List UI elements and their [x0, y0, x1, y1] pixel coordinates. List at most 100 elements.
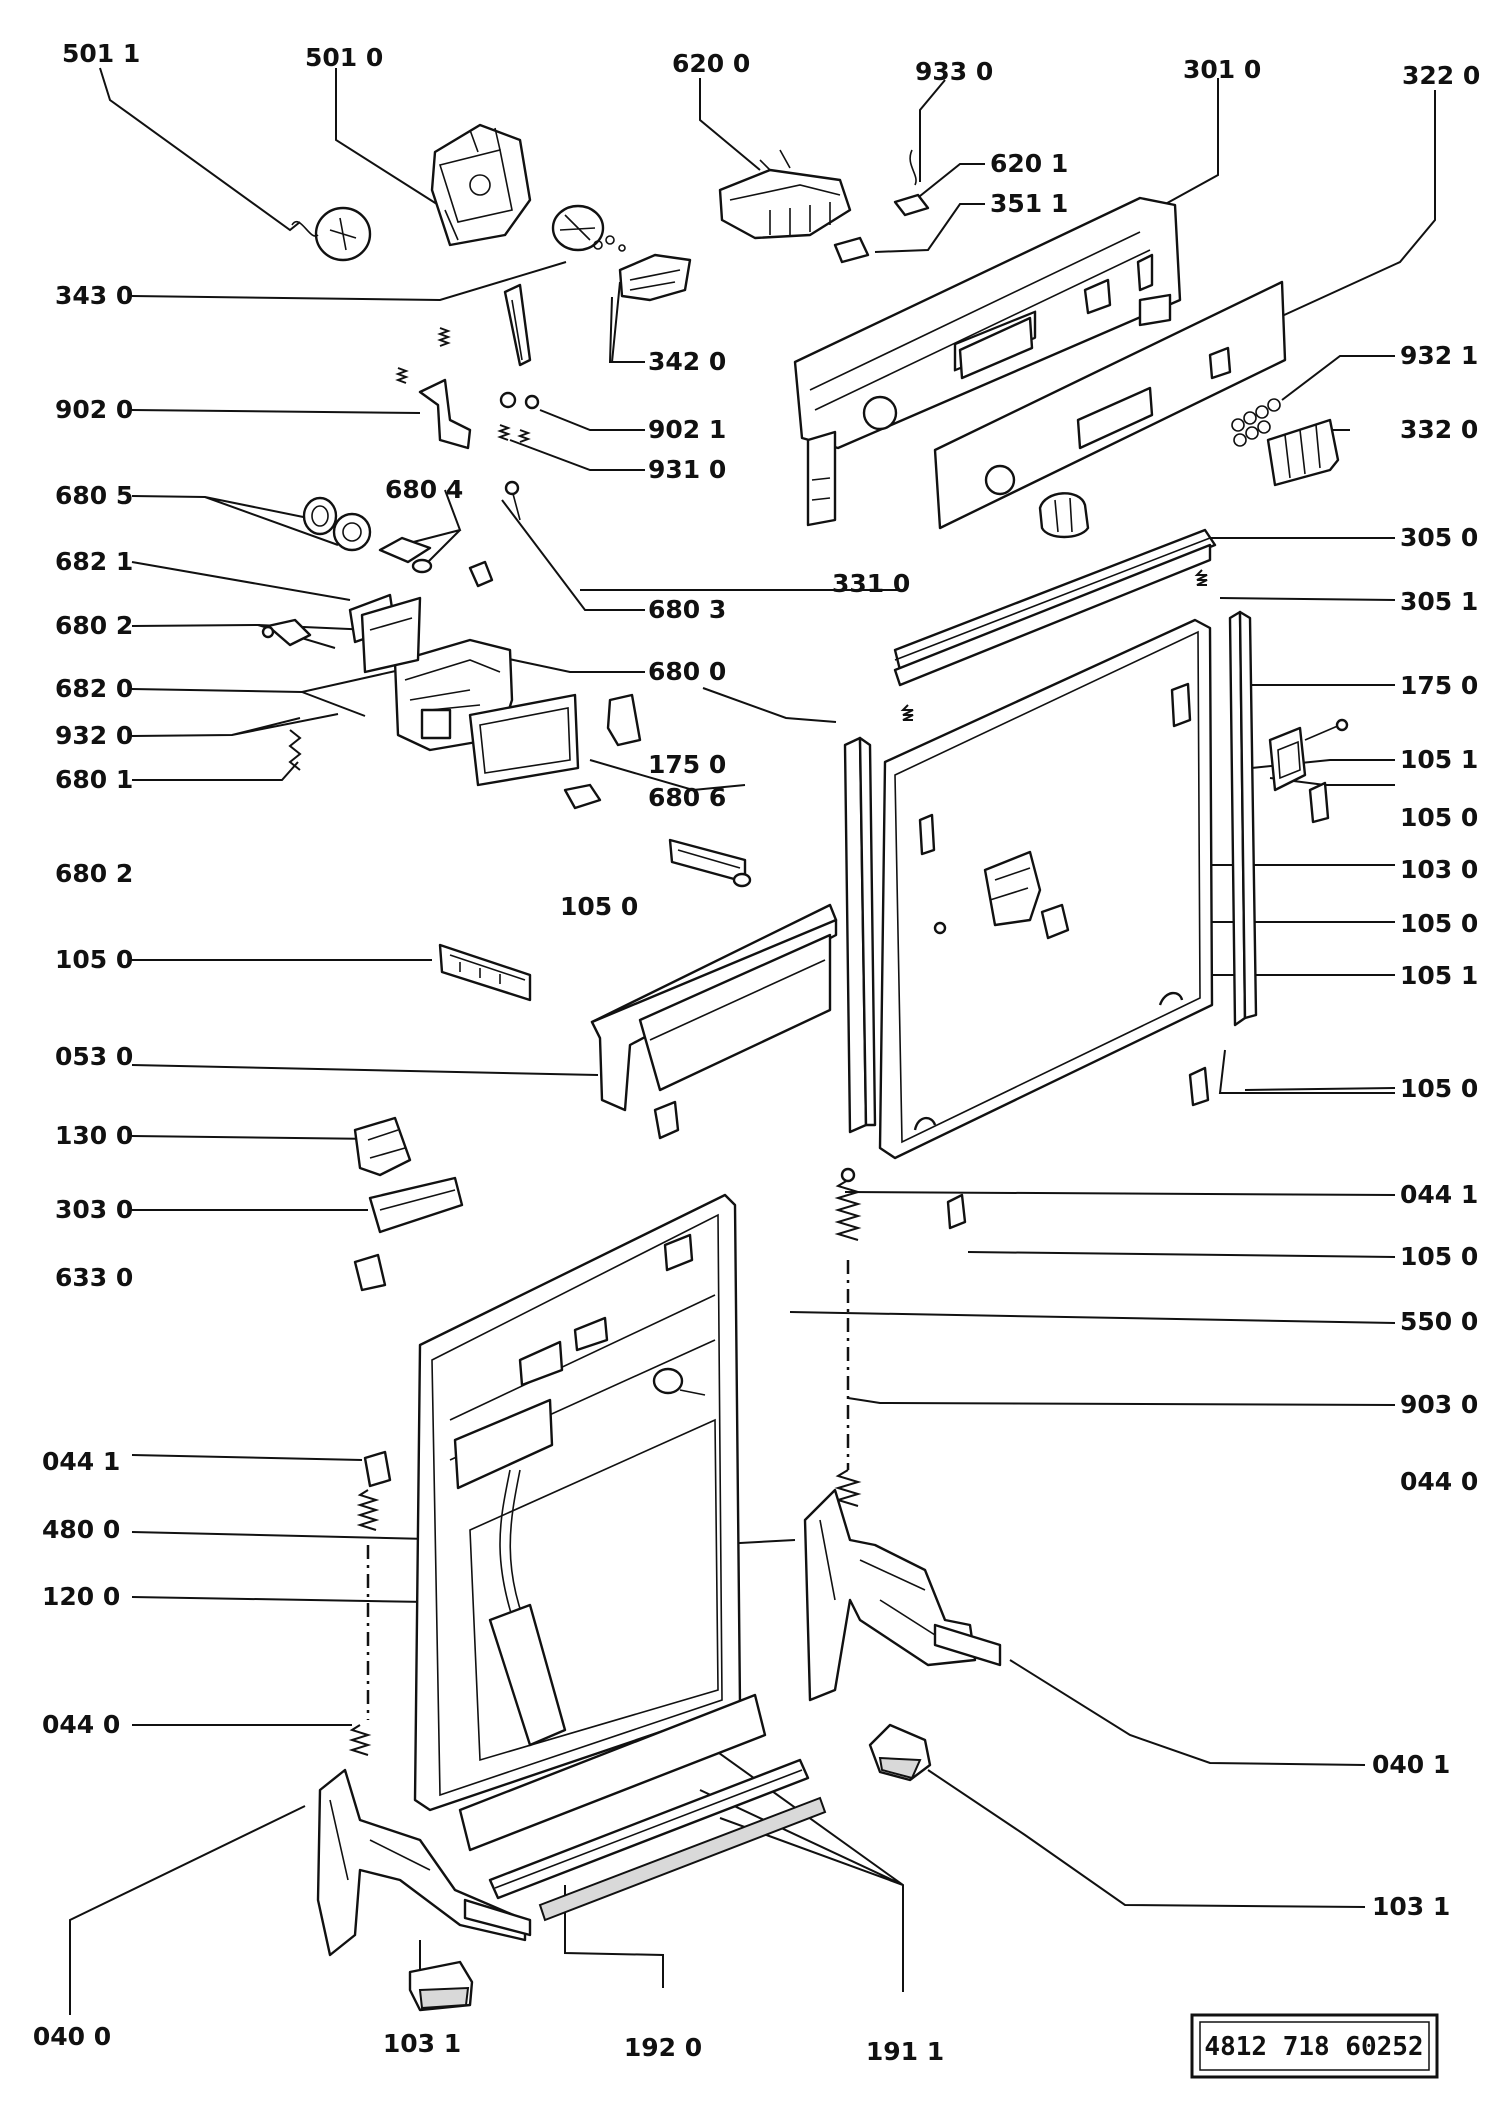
lever-343: [503, 283, 532, 367]
callout-label: 680 6: [648, 783, 726, 812]
callout-label: 044 0: [1400, 1467, 1478, 1496]
callout-label: 105 0: [1400, 803, 1478, 832]
spring-932-0: [288, 729, 302, 771]
callout-label: 933 0: [915, 57, 993, 86]
callout-label: 120 0: [42, 1582, 120, 1611]
callout-label: 682 1: [55, 547, 133, 576]
callout-label: 501 1: [62, 39, 140, 68]
knob-331: [1038, 492, 1090, 539]
plinth-191: [458, 1693, 810, 1900]
callout-label: 351 1: [990, 189, 1068, 218]
callout-label: 343 0: [55, 281, 133, 310]
cover-303: [368, 1176, 464, 1234]
frame-680-1: [468, 693, 580, 787]
duct-053: [590, 903, 838, 1140]
callout-label: 175 0: [1400, 671, 1478, 700]
side-strip-175-right: [1228, 610, 1258, 1027]
callout-label: 305 0: [1400, 523, 1478, 552]
callout-label: 932 1: [1400, 341, 1478, 370]
switch-620: [718, 149, 852, 240]
callout-label: 932 0: [55, 721, 133, 750]
hinge-040-right: [803, 1488, 1002, 1702]
rings-680-5: [302, 496, 372, 552]
callout-label: 620 0: [672, 49, 750, 78]
timer-knob-disc: [291, 206, 372, 262]
callout-labels: 501 1 501 0 620 0 933 0 301 0 322 0 620 …: [33, 39, 1480, 2066]
document-code-box: 4812 718 60252: [1190, 2013, 1439, 2079]
timer-unit: [430, 123, 532, 247]
callout-label: 103 0: [1400, 855, 1478, 884]
buttons-332: [1266, 418, 1340, 487]
seal-192: [538, 1796, 827, 1922]
callout-label: 682 0: [55, 674, 133, 703]
screw-680-3: [504, 480, 521, 521]
strip-305: [893, 528, 1217, 687]
parts-933-620-1: [833, 149, 930, 264]
callout-label: 130 0: [55, 1121, 133, 1150]
callout-label: 480 0: [42, 1515, 120, 1544]
callout-label: 105 0: [560, 892, 638, 921]
document-code: 4812 718 60252: [1204, 2032, 1423, 2062]
spring-044-left: [348, 1450, 392, 1756]
callout-label: 301 0: [1183, 55, 1261, 84]
rail-105-0-upper: [668, 838, 752, 888]
callout-label: 191 1: [866, 2037, 944, 2066]
callout-label: 105 0: [1400, 909, 1478, 938]
callout-label: 680 1: [55, 765, 133, 794]
screws-305-1: [900, 569, 1208, 721]
callout-label: 103 1: [383, 2029, 461, 2058]
callout-label: 620 1: [990, 149, 1068, 178]
callout-label: 105 1: [1400, 745, 1478, 774]
callout-label: 902 1: [648, 415, 726, 444]
callout-label: 053 0: [55, 1042, 133, 1071]
callout-label: 105 0: [1400, 1074, 1478, 1103]
clip-105-0-right-b: [1188, 1066, 1210, 1107]
callout-label: 105 0: [1400, 1242, 1478, 1271]
hinge-bracket-105-1-top: [1268, 718, 1349, 792]
foot-103-1-right: [868, 1723, 932, 1782]
callout-label: 175 0: [648, 750, 726, 779]
callout-label: 342 0: [648, 347, 726, 376]
callout-label: 322 0: [1402, 61, 1480, 90]
callout-label: 680 3: [648, 595, 726, 624]
callout-label: 633 0: [55, 1263, 133, 1292]
callout-label: 680 0: [648, 657, 726, 686]
callout-label: 040 1: [1372, 1750, 1450, 1779]
callout-label: 680 4: [385, 475, 463, 504]
callout-label: 044 1: [42, 1447, 120, 1476]
rail-105-0-left: [438, 943, 532, 1002]
panel-front-322: [933, 280, 1287, 530]
callout-label: 501 0: [305, 43, 383, 72]
clip-105-0-right-a: [1308, 781, 1330, 824]
callout-label: 680 2: [55, 859, 133, 888]
springs-932-1: [1231, 398, 1281, 447]
callout-label: 902 0: [55, 395, 133, 424]
callout-label: 305 1: [1400, 587, 1478, 616]
spring-044-right: [834, 1167, 862, 1507]
control-panel-301: [793, 196, 1182, 527]
part-633: [353, 1253, 387, 1292]
module-550: [652, 1367, 706, 1396]
callout-label: 680 5: [55, 481, 133, 510]
clip-680-2-lower: [563, 783, 602, 810]
timer-gear: [551, 204, 626, 252]
foot-103-1-left: [408, 1960, 474, 2012]
lever-680-2: [261, 618, 312, 647]
callout-label: 903 0: [1400, 1390, 1478, 1419]
callout-label: 331 0: [832, 569, 910, 598]
callout-label: 105 0: [55, 945, 133, 974]
inner-door-120: [413, 1193, 742, 1812]
parts-680-4: [378, 536, 494, 588]
callout-label: 680 2: [55, 611, 133, 640]
wiring-480: [488, 1469, 567, 1747]
clip-105-0-center: [1040, 903, 1070, 940]
catch-902: [418, 378, 472, 450]
callout-label: 550 0: [1400, 1307, 1478, 1336]
callout-label: 192 0: [624, 2033, 702, 2062]
latch-130: [353, 1116, 412, 1177]
screw-902-1: [499, 391, 540, 410]
callout-label: 103 1: [1372, 1892, 1450, 1921]
callout-label: 332 0: [1400, 415, 1478, 444]
clip-105-0-right-c: [946, 1193, 967, 1230]
